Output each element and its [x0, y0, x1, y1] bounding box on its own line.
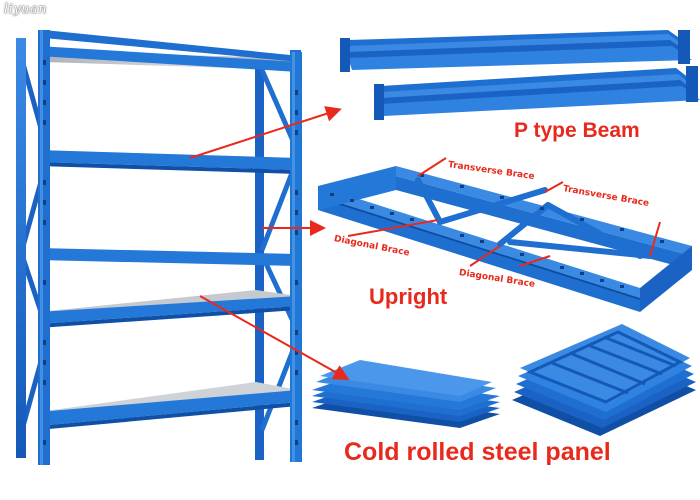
- arrow-to-panel: [199, 295, 350, 380]
- arrow-to-beam: [189, 106, 342, 159]
- brand-watermark: liyuan: [4, 2, 48, 17]
- beam-title: P type Beam: [514, 119, 640, 142]
- upright-frame-illustration: [318, 166, 692, 312]
- panel-title: Cold rolled steel panel: [344, 438, 611, 466]
- beam-illustration: [340, 30, 700, 120]
- shelving-unit: [16, 30, 302, 465]
- framed-panel-illustration: [512, 324, 696, 436]
- pointer-arrows: [189, 106, 661, 380]
- flat-panel-illustration: [312, 360, 500, 428]
- upright-title: Upright: [369, 284, 448, 309]
